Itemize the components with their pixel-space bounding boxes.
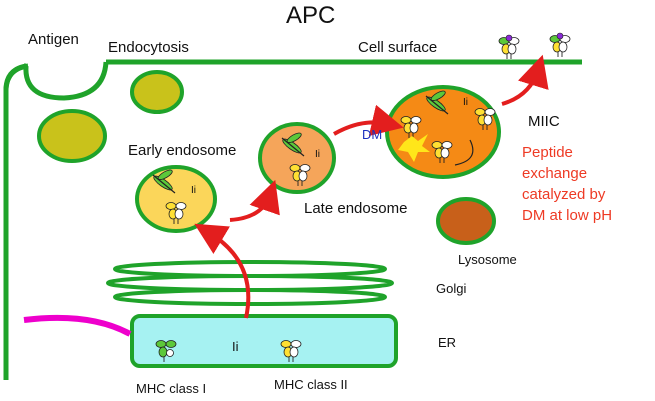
endocytic-vesicle-large bbox=[37, 109, 107, 163]
lysosome-compartment bbox=[436, 197, 496, 245]
label-early-endosome: Early endosome bbox=[128, 142, 237, 159]
label-endocytosis: Endocytosis bbox=[108, 39, 189, 56]
late-endosome-to-miic-arrow bbox=[333, 104, 404, 137]
late-endosome-compartment bbox=[258, 122, 336, 194]
label-golgi: Golgi bbox=[436, 281, 467, 296]
label-invariant-chain: Ii bbox=[232, 339, 239, 354]
early-endosome-compartment bbox=[135, 165, 217, 233]
annotation-line-2: exchange bbox=[522, 165, 588, 182]
label-dm: DM bbox=[362, 127, 383, 142]
label-lysosome: Lysosome bbox=[458, 252, 517, 267]
diagram-title: APC bbox=[286, 2, 336, 29]
annotation-line-3: catalyzed by bbox=[522, 186, 606, 203]
golgi-cisterna-1 bbox=[113, 260, 387, 278]
label-miic: MIIC bbox=[528, 113, 560, 130]
peptide-transporter-tail bbox=[23, 314, 132, 337]
golgi-cisterna-2 bbox=[106, 274, 394, 292]
label-antigen: Antigen bbox=[28, 31, 79, 48]
miic-to-surface-arrow bbox=[501, 54, 549, 106]
miic-cycle-arrow bbox=[454, 139, 474, 166]
label-ii-early: Ii bbox=[191, 185, 196, 196]
dm-burst bbox=[398, 134, 430, 162]
label-ii-miic: Ii bbox=[463, 97, 468, 108]
annotation-line-1: Peptide bbox=[522, 144, 573, 161]
endocytic-vesicle-small bbox=[130, 70, 184, 114]
label-mhc-class-ii: MHC class II bbox=[274, 377, 348, 392]
er-compartment bbox=[130, 314, 398, 368]
endocytic-pit bbox=[23, 61, 109, 101]
miic-compartment bbox=[385, 85, 501, 179]
early-to-late-endosome-arrow bbox=[229, 179, 280, 222]
er-to-early-endosome-arrow bbox=[194, 223, 251, 319]
annotation-line-4: DM at low pH bbox=[522, 207, 613, 224]
label-er: ER bbox=[438, 335, 457, 350]
cell-membrane-left bbox=[3, 63, 29, 380]
label-cell-surface: Cell surface bbox=[358, 39, 438, 56]
label-late-endosome: Late endosome bbox=[304, 200, 408, 217]
label-mhc-class-i: MHC class I bbox=[136, 381, 207, 396]
label-ii-late: Ii bbox=[315, 149, 320, 160]
